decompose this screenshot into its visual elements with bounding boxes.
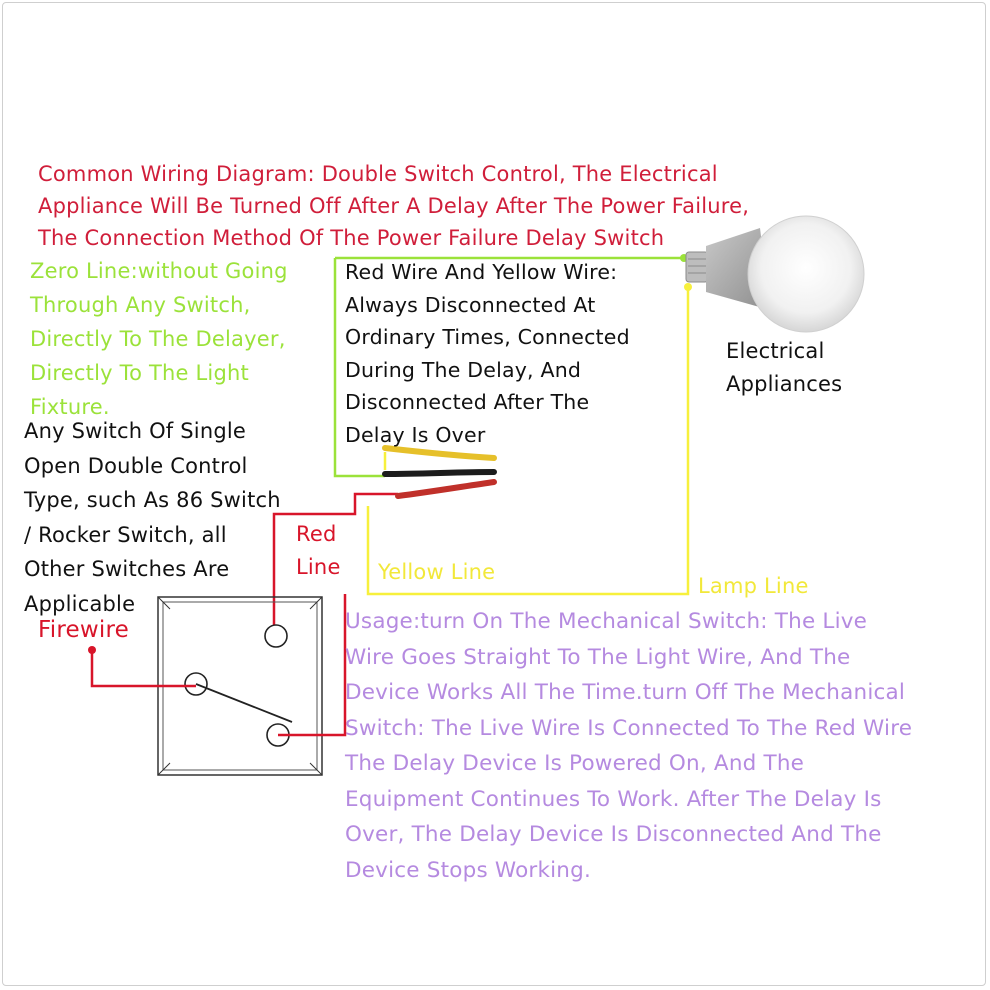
firewire-label: Firewire — [38, 617, 129, 643]
rocker-switch-icon — [157, 596, 323, 776]
zero-line-wire — [333, 258, 385, 478]
red-yellow-wire-note: Red Wire And Yellow Wire: Always Disconn… — [345, 260, 630, 447]
usage-note: Usage:turn On The Mechanical Switch: The… — [345, 609, 913, 883]
red-line-wire — [272, 492, 398, 630]
firewire-terminal-dot — [88, 646, 96, 654]
lamp-line-label: Lamp Line — [698, 574, 809, 598]
delayer-red-lead — [395, 479, 497, 499]
delayer-black-lead — [382, 469, 497, 477]
light-bulb-icon — [685, 215, 865, 333]
yellow-line-run — [366, 285, 690, 596]
firewire-wire — [90, 650, 196, 688]
any-switch-note: Any Switch Of Single Open Double Control… — [24, 419, 281, 616]
delayer-yellow-lead — [382, 445, 497, 461]
red-line-label: Red Line — [296, 522, 341, 579]
lamp-line-junction-dot — [684, 283, 692, 291]
diagram-title: Common Wiring Diagram: Double Switch Con… — [38, 162, 750, 250]
zero-line-note: Zero Line:without Going Through Any Swit… — [30, 259, 288, 419]
electrical-appliances-label: Electrical Appliances — [726, 339, 843, 396]
yellow-line-label: Yellow Line — [378, 560, 496, 584]
lamp-line-wire — [278, 594, 347, 737]
